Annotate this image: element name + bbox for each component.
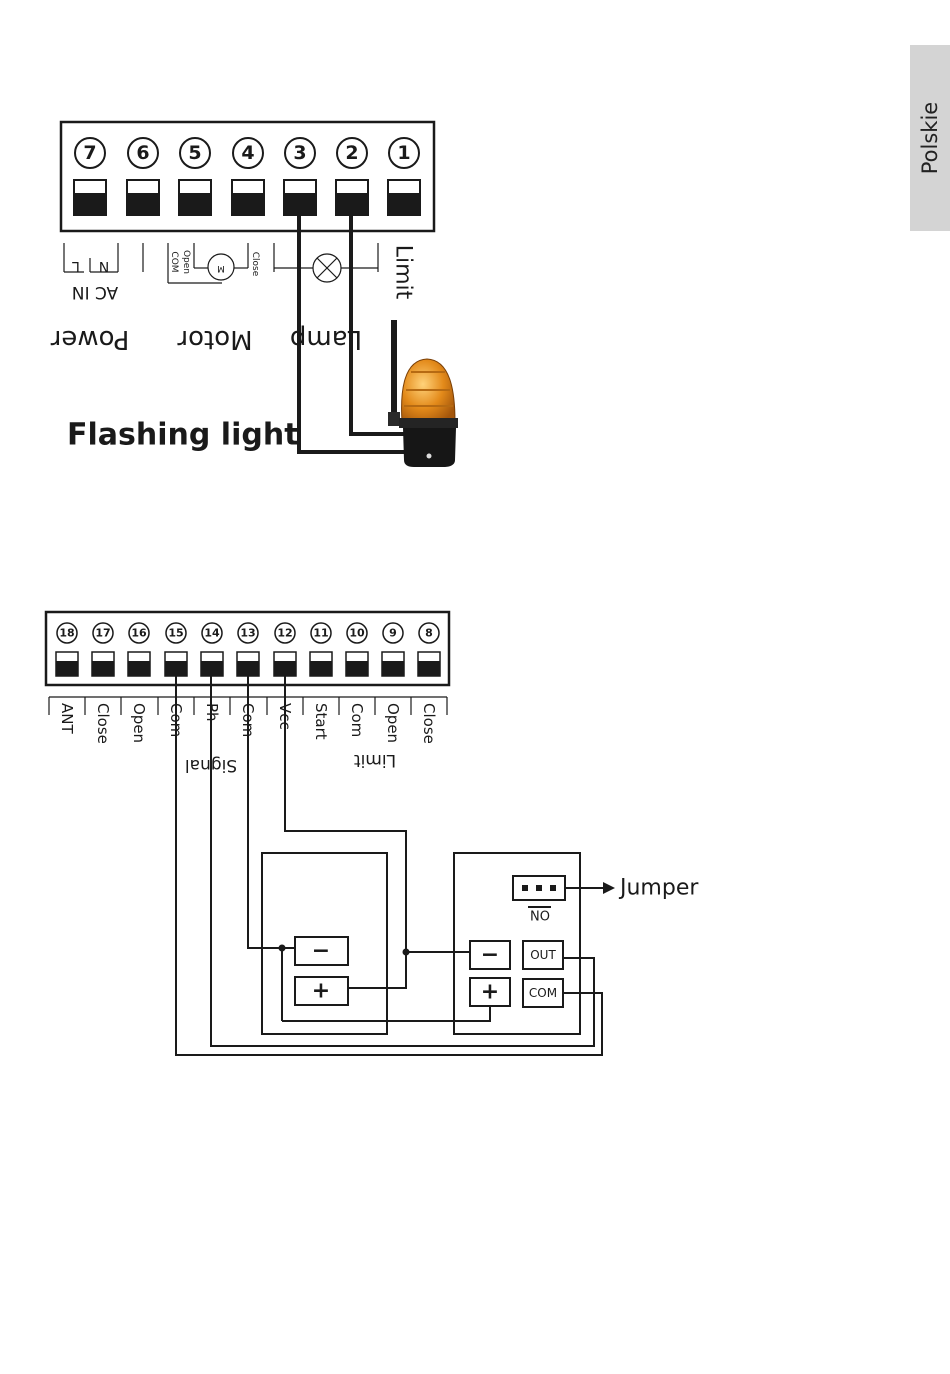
com-label: COM [529, 986, 557, 1000]
wire-label-m: M [217, 263, 225, 273]
wire-label-com: COM [169, 251, 179, 272]
flashing-light-label: Flashing light [67, 418, 299, 453]
terminal-number: 5 [188, 142, 201, 164]
terminal-label: Close [420, 703, 438, 744]
terminal-number: 3 [293, 142, 306, 164]
terminal-screw-fill [232, 193, 264, 215]
group-label-power: Power [50, 324, 129, 354]
terminal-screw-fill [388, 193, 420, 215]
terminal-number: 18 [59, 627, 74, 640]
terminal-screw-fill [418, 661, 440, 676]
terminal-number: 10 [349, 627, 365, 640]
terminal-number: 16 [131, 627, 147, 640]
terminal-screw-fill [382, 661, 404, 676]
wire-label-close: Close [250, 252, 260, 277]
terminal-label: ANT [58, 703, 76, 734]
left-plus-label: + [312, 979, 330, 1004]
terminal-screw-fill [74, 193, 106, 215]
terminal-label: Close [94, 703, 112, 744]
terminal-screw-fill [56, 661, 78, 676]
terminal-number: 7 [83, 142, 96, 164]
top-wire-markings [64, 243, 378, 283]
jumper-label: Jumper [618, 876, 699, 901]
terminal-screw-fill [92, 661, 114, 676]
terminal-number: 13 [240, 627, 255, 640]
terminal-screw-fill [179, 193, 211, 215]
terminal-label: Start [312, 703, 330, 740]
top-terminals: 7 6 5 4 3 2 1 [74, 138, 420, 215]
terminal-number: 4 [241, 142, 254, 164]
junction-dot [403, 949, 410, 956]
terminal-screw-fill [127, 193, 159, 215]
no-label: NO [530, 910, 550, 925]
right-plus-label: + [481, 980, 499, 1005]
terminal-number: 11 [313, 627, 328, 640]
terminal-screw-fill [336, 193, 368, 215]
out-label: OUT [530, 948, 556, 962]
wire-label-l: L [72, 258, 80, 274]
wire-label-n: N [99, 258, 109, 274]
terminal-number: 6 [136, 142, 149, 164]
terminal-label: Com [348, 703, 366, 737]
junction-dot [279, 945, 286, 952]
right-minus-label: − [481, 943, 499, 968]
terminal-screw-fill [128, 661, 150, 676]
wire-label-limit: Limit [391, 245, 416, 300]
terminal-number: 1 [397, 142, 410, 164]
bottom-terminals: 18 17 16 15 14 13 12 11 10 9 8 [56, 623, 440, 676]
terminal-number: 9 [389, 627, 397, 640]
wire-label-ac-in: AC IN [72, 282, 118, 302]
left-minus-label: − [312, 939, 330, 964]
group-label-motor: Motor [177, 324, 252, 354]
terminal-label: Open [130, 703, 148, 743]
terminal-label: Open [384, 703, 402, 743]
terminal-number: 12 [277, 627, 292, 640]
terminal-number: 15 [168, 627, 183, 640]
terminal-number: 17 [95, 627, 110, 640]
limit-label-bottom: Limit [354, 750, 396, 770]
wire-label-open: Open [181, 250, 191, 274]
terminal-screw-fill [346, 661, 368, 676]
terminal-number: 8 [425, 627, 433, 640]
flashing-light-icon [388, 320, 458, 467]
terminal-screw-fill [310, 661, 332, 676]
terminal-number: 14 [204, 627, 220, 640]
terminal-screw-fill [284, 193, 316, 215]
terminal-number: 2 [345, 142, 358, 164]
